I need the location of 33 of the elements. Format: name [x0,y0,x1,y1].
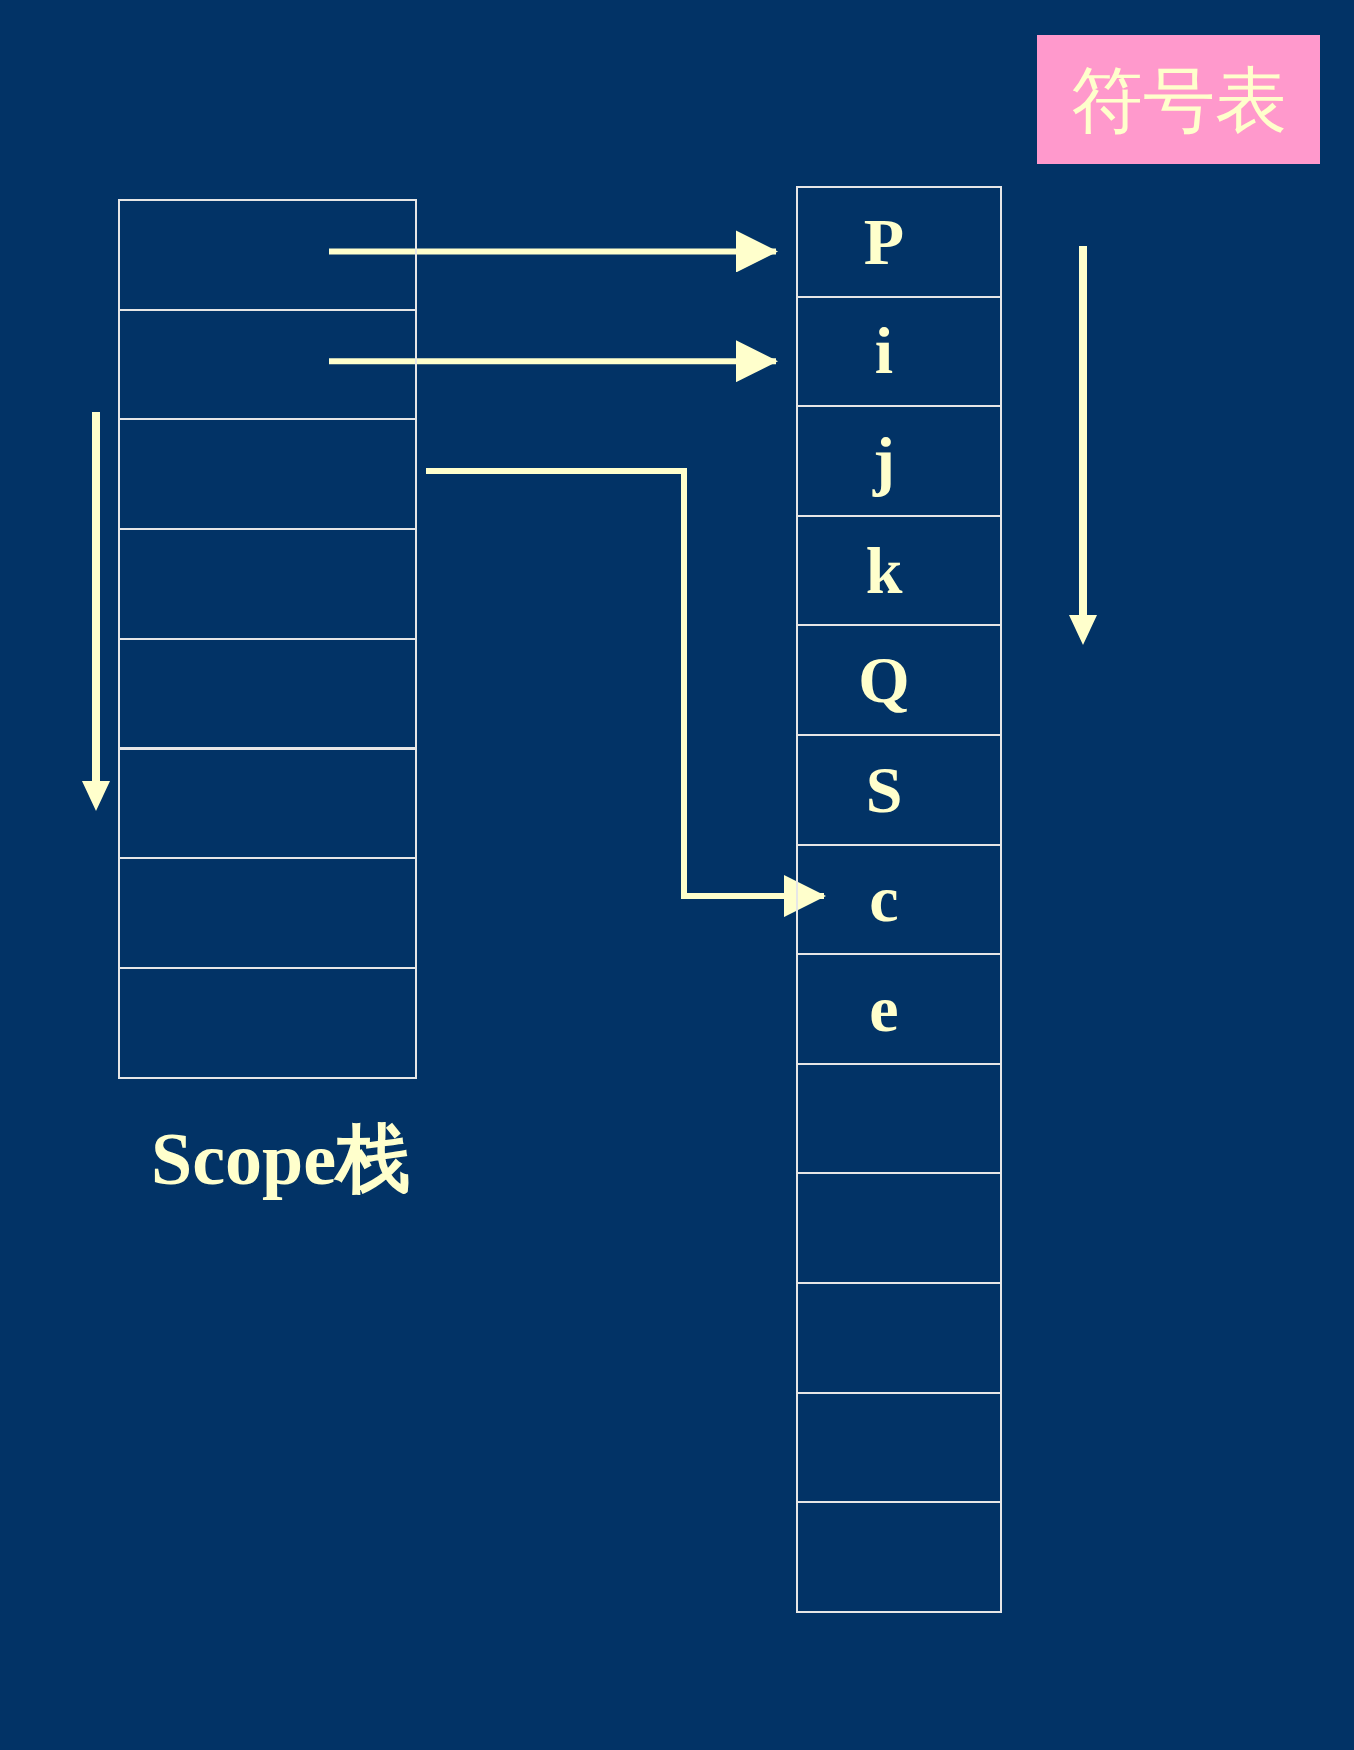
table-cell [796,1501,1002,1613]
stack-cell [118,308,417,421]
stack-cell [118,528,417,640]
table-cell [796,624,1002,736]
symbol-name: i [874,318,895,385]
arrow [329,340,778,383]
arrow [426,467,826,918]
stack-cell [118,966,417,1079]
arrow [329,230,778,273]
symbol-name: S [865,756,904,823]
title-text: 符号表 [1070,63,1287,136]
table-cell [796,1172,1002,1284]
table-cell [796,1391,1002,1504]
stack-cell [118,637,417,750]
table-cell [796,953,1002,1065]
title-box [1037,35,1320,164]
symbol-name: Q [858,647,911,714]
table-cell [796,295,1002,408]
table-cell [796,186,1002,298]
symbol-name: P [863,208,906,275]
table-cell [796,843,1002,956]
table-cell [796,734,1002,846]
table-cell [796,1282,1002,1394]
table-cell [796,514,1002,627]
symbol-name: k [865,537,904,604]
stack-cell [118,747,417,860]
symbol-name: c [869,866,900,933]
stack-cell [118,857,417,969]
symbol-name: e [869,976,900,1042]
table-cell [796,405,1002,517]
stack-cell [118,199,417,311]
table-cell [796,1062,1002,1175]
stack-cell [118,418,417,531]
